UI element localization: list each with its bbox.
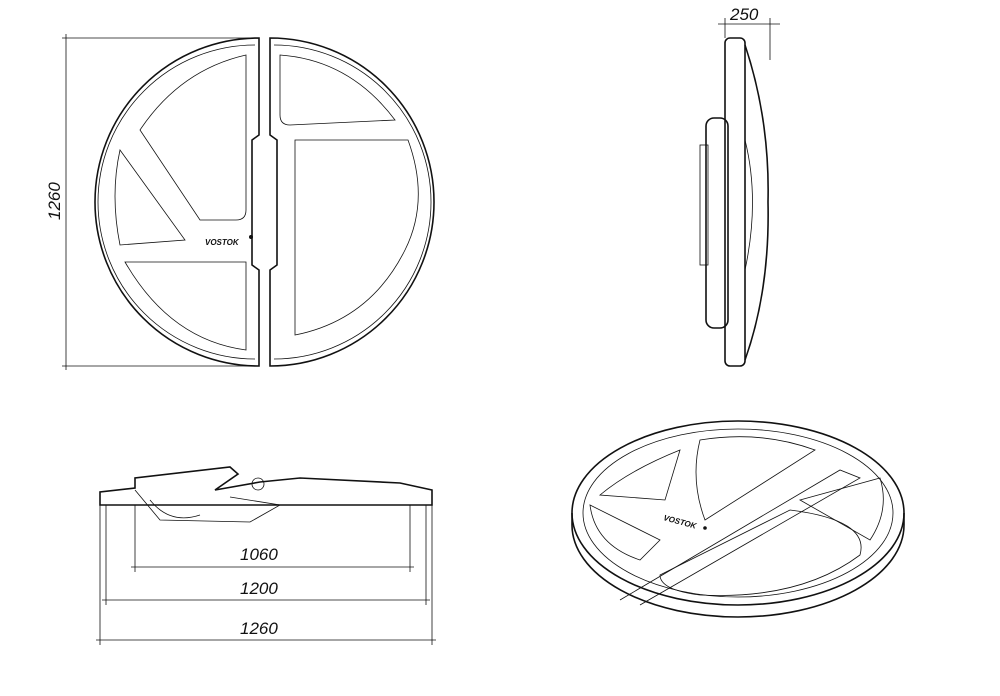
dim-1260: 1260: [240, 619, 278, 638]
dim-1200: 1200: [240, 579, 278, 598]
svg-text:VOSTOK: VOSTOK: [205, 238, 240, 247]
dim-1060: 1060: [240, 545, 278, 564]
side-view: 250: [699, 5, 780, 367]
front-view: 1060 1200 1260: [96, 466, 436, 645]
vostok-logo: VOSTOK: [205, 235, 253, 247]
dim-thickness-250: 250: [729, 5, 759, 24]
iso-view: VOSTOK: [571, 420, 905, 618]
top-view: VOSTOK 1260: [45, 34, 435, 370]
svg-text:VOSTOK: VOSTOK: [662, 513, 698, 531]
iso-vostok-logo: VOSTOK: [662, 513, 698, 531]
dim-height-1260: 1260: [45, 182, 64, 220]
